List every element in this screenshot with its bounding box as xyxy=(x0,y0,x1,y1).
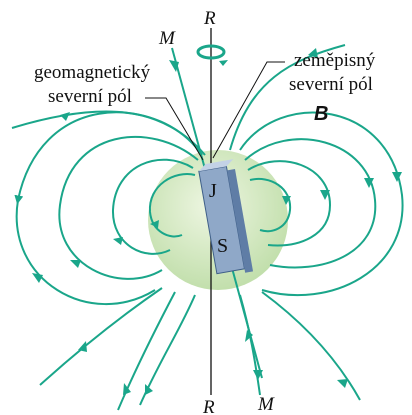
magnet-top-pole: J xyxy=(209,180,217,202)
field-arrow xyxy=(337,379,348,388)
field-line-left-bottom xyxy=(39,287,163,386)
magnetic-axis-arrow-bottom xyxy=(245,330,253,342)
field-line-right-bottom xyxy=(261,291,361,401)
geographic-north-pointer xyxy=(212,61,285,159)
field-line-left-2 xyxy=(58,135,199,280)
field-line-left-4 xyxy=(148,173,196,238)
field-line-right-2 xyxy=(244,138,377,269)
geomagnetic-north-label-1: geomagnetický xyxy=(34,62,151,83)
geomagnetic-north-pointer xyxy=(145,97,204,161)
field-arrow xyxy=(145,384,153,395)
field-arrow xyxy=(320,190,330,200)
field-arrow xyxy=(392,172,402,182)
rotation-axis-bottom-label: R xyxy=(202,397,215,415)
geographic-north-label-2: severní pól xyxy=(289,74,373,95)
field-line-right-4 xyxy=(249,177,292,233)
magnet-bottom-pole: S xyxy=(217,235,228,257)
field-line-right-outer xyxy=(239,111,404,297)
field-arrow xyxy=(60,112,70,121)
field-arrow xyxy=(123,383,131,395)
field-arrow xyxy=(282,196,291,205)
magnetic-axis-top-label: M xyxy=(158,28,176,49)
field-arrow xyxy=(78,341,87,352)
field-arrow xyxy=(70,260,81,268)
geomagnetic-north-label-2: severní pól xyxy=(48,86,132,107)
field-arrow xyxy=(150,220,159,228)
field-line-left-3 xyxy=(111,158,194,255)
magnetic-axis-arrow-top xyxy=(169,60,179,72)
field-arrow xyxy=(308,48,318,58)
field-line-right-3 xyxy=(247,160,332,247)
rotation-axis-top-label: R xyxy=(203,8,216,29)
field-arrows xyxy=(32,48,402,395)
field-arrow xyxy=(32,273,43,283)
geographic-north-label-1: zeměpisný xyxy=(294,50,376,71)
bar-magnet-body xyxy=(198,159,254,275)
field-arrow xyxy=(364,178,374,188)
field-line-left-top xyxy=(11,110,203,156)
rotation-arrow-icon xyxy=(196,44,228,66)
magnetic-axis-bottom-label: M xyxy=(257,394,275,415)
field-line-left-bottom-2 xyxy=(117,291,176,411)
field-symbol-label: B xyxy=(314,103,328,125)
field-line-right-top xyxy=(229,44,346,151)
field-arrow xyxy=(113,237,123,245)
